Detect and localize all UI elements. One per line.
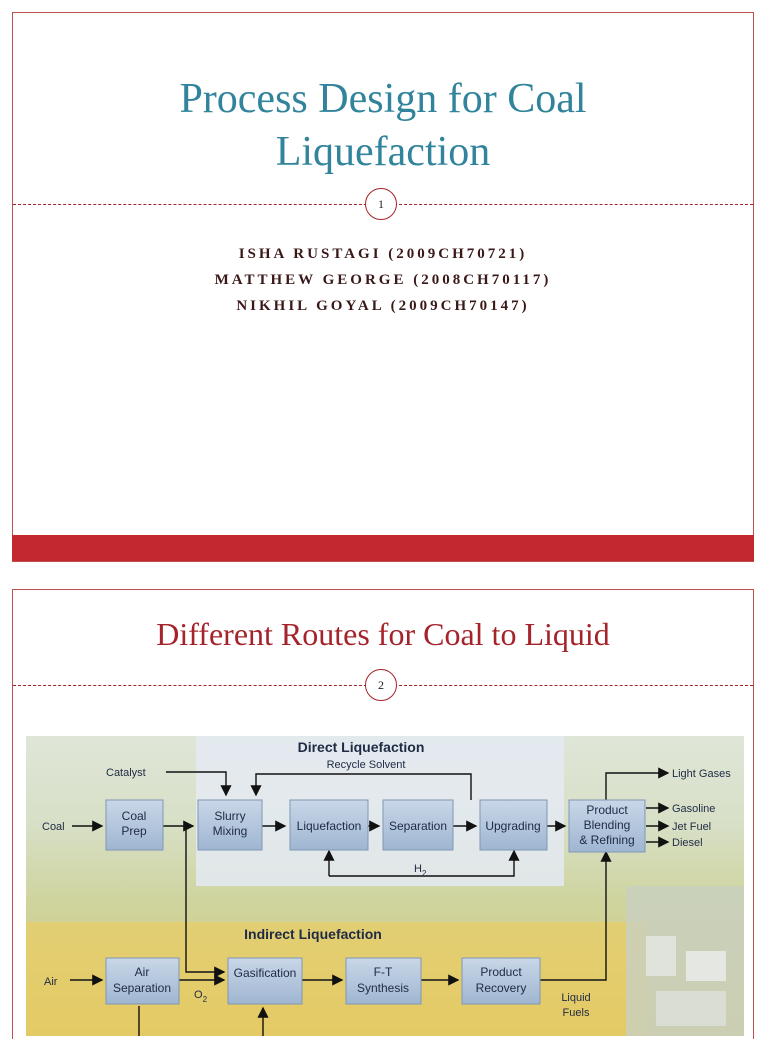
light-gases-arrow (605, 767, 670, 800)
recycle-solvent-arrow (250, 773, 472, 800)
svg-text:Product: Product (586, 803, 628, 817)
box-air-separation: Air Separation (105, 957, 180, 1005)
o2-label: O2 (194, 989, 208, 1004)
h2-label: H2 (414, 863, 427, 878)
coal-label: Coal (42, 821, 65, 833)
svg-text:Liquefaction: Liquefaction (297, 819, 362, 833)
svg-text:F-T: F-T (374, 965, 393, 979)
box-separation: Separation (382, 799, 454, 851)
svg-text:Recovery: Recovery (476, 981, 527, 995)
svg-text:Air: Air (135, 965, 150, 979)
slide-title: Process Design for Coal Liquefaction (13, 73, 753, 179)
h2-loop-right (329, 849, 520, 877)
box-coal-prep: Coal Prep (105, 799, 164, 851)
svg-text:& Refining: & Refining (579, 833, 634, 847)
title-line-2: Liquefaction (275, 129, 491, 175)
svg-text:Gasification: Gasification (234, 966, 297, 980)
author-3: NIKHIL GOYAL (2009CH70147) (236, 298, 530, 314)
liquid-fuels-line-1: Liquid (561, 992, 590, 1004)
box-product-recovery: Product Recovery (461, 957, 541, 1005)
slide-number-badge: 1 (365, 188, 397, 220)
svg-text:Slurry: Slurry (214, 809, 245, 823)
flow-diagram-svg: Direct Liquefaction Recycle Solvent Indi… (26, 736, 744, 1036)
box-product-blending: Product Blending & Refining (568, 799, 646, 853)
box-slurry-mixing: Slurry Mixing (197, 799, 263, 851)
svg-text:Separation: Separation (113, 981, 171, 995)
svg-text:Product: Product (480, 965, 522, 979)
output-diesel: Diesel (672, 837, 703, 849)
box-liquefaction: Liquefaction (289, 799, 369, 851)
svg-text:Synthesis: Synthesis (357, 981, 409, 995)
svg-text:Upgrading: Upgrading (485, 819, 540, 833)
svg-text:Mixing: Mixing (213, 824, 248, 838)
catalyst-label: Catalyst (106, 767, 146, 779)
slide-title: Different Routes for Coal to Liquid (156, 616, 610, 652)
output-gasoline: Gasoline (672, 803, 715, 815)
title-slide: Process Design for Coal Liquefaction 1 I… (12, 12, 754, 562)
process-flow-diagram: Direct Liquefaction Recycle Solvent Indi… (26, 736, 744, 1036)
output-jet-fuel: Jet Fuel (672, 821, 711, 833)
author-list: ISHA RUSTAGI (2009CH70721) MATTHEW GEORG… (13, 241, 753, 319)
direct-liquefaction-title: Direct Liquefaction (298, 739, 425, 755)
author-1: ISHA RUSTAGI (2009CH70721) (238, 246, 528, 262)
routes-slide: Different Routes for Coal to Liquid 2 D (12, 589, 754, 1039)
indirect-liquefaction-title: Indirect Liquefaction (244, 926, 382, 942)
box-ft-synthesis: F-T Synthesis (345, 957, 422, 1005)
recycle-solvent-label: Recycle Solvent (327, 759, 406, 771)
author-2: MATTHEW GEORGE (2008CH70117) (214, 272, 552, 288)
air-label: Air (44, 976, 58, 988)
recovery-to-product-arrow (540, 850, 612, 981)
svg-text:Blending: Blending (584, 818, 631, 832)
liquid-fuels-line-2: Fuels (563, 1007, 590, 1019)
coal-to-gasification-arrow (185, 826, 226, 978)
svg-text:Separation: Separation (389, 819, 447, 833)
footer-bar (12, 535, 754, 561)
box-upgrading: Upgrading (479, 799, 548, 851)
slide-number-badge: 2 (365, 669, 397, 701)
box-gasification: Gasification (227, 957, 303, 1005)
catalyst-arrow (166, 771, 232, 797)
title-line-1: Process Design for Coal (179, 76, 587, 122)
output-light-gases: Light Gases (672, 768, 731, 780)
svg-text:Prep: Prep (121, 824, 147, 838)
svg-text:Coal: Coal (122, 809, 147, 823)
